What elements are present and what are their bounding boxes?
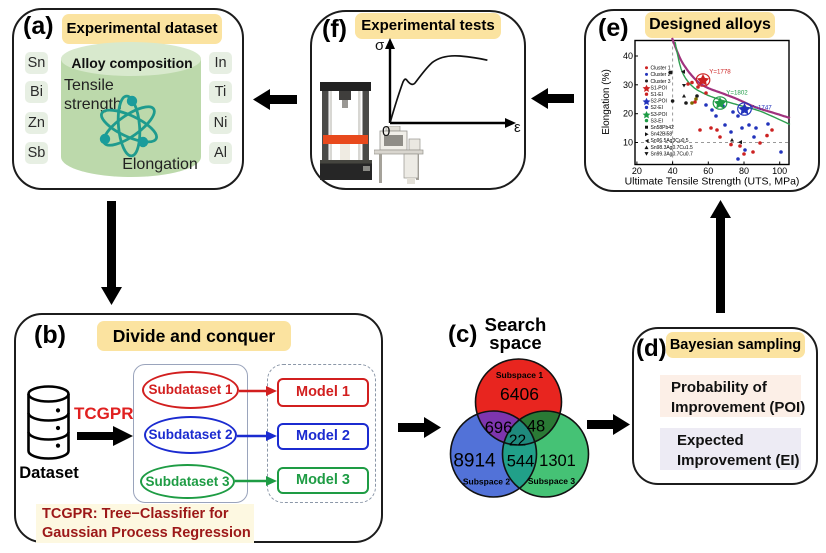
svg-text:Subspace 2: Subspace 2 [463,477,511,487]
svg-text:20: 20 [623,109,633,119]
svg-text:Elongation (%): Elongation (%) [601,69,612,135]
svg-text:Cluster 2: Cluster 2 [651,72,671,78]
svg-text:60: 60 [703,166,713,176]
svg-text:S2-POI: S2-POI [651,99,667,105]
svg-text:40: 40 [668,166,678,176]
svg-text:8914: 8914 [453,451,496,472]
svg-text:Sn58Pb42: Sn58Pb42 [651,125,675,131]
svg-text:S1-EI: S1-EI [651,92,664,98]
svg-text:Subspace 3: Subspace 3 [528,476,576,486]
svg-text:S3-EI: S3-EI [651,118,664,124]
svg-text:48: 48 [527,418,545,436]
svg-text:696: 696 [485,419,513,437]
svg-text:S2-EI: S2-EI [651,105,664,111]
svg-text:Sn96.5Ag3Cu0.5: Sn96.5Ag3Cu0.5 [651,138,689,144]
svg-text:Y=1747: Y=1747 [750,105,772,112]
svg-text:80: 80 [739,166,749,176]
svg-text:1301: 1301 [539,452,576,470]
svg-text:544: 544 [507,453,535,471]
svg-text:Subspace 1: Subspace 1 [496,370,544,380]
svg-text:Sn42Bi58: Sn42Bi58 [651,132,673,138]
svg-text:Sn98.3Ag0.7Cu1.5: Sn98.3Ag0.7Cu1.5 [651,145,693,151]
svg-text:Sn99.3Ag0.7Cu0.7: Sn99.3Ag0.7Cu0.7 [651,151,693,157]
svg-text:6406: 6406 [500,384,539,404]
svg-text:Y=1778: Y=1778 [709,69,731,76]
svg-text:S1-POI: S1-POI [651,85,667,91]
svg-text:30: 30 [623,80,633,90]
svg-text:Y=1802: Y=1802 [726,90,748,97]
svg-text:22: 22 [509,433,526,450]
svg-text:S3-POI: S3-POI [651,112,667,118]
svg-text:40: 40 [623,51,633,61]
svg-text:10: 10 [623,138,633,148]
svg-text:20: 20 [632,166,642,176]
svg-text:100: 100 [772,166,787,176]
svg-text:Cluster 1: Cluster 1 [651,66,671,72]
svg-text:Ultimate Tensile Strength (UTS: Ultimate Tensile Strength (UTS, MPa) [625,176,800,188]
svg-text:Cluster 3: Cluster 3 [651,79,671,85]
